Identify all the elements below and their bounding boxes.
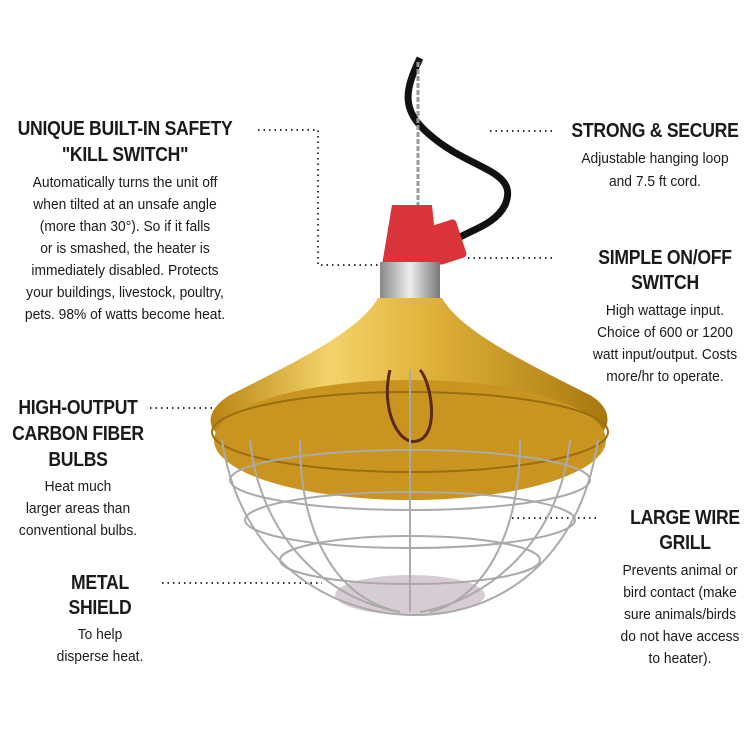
callout-title: HIGH-OUTPUT <box>18 397 138 419</box>
callout-body: or is smashed, the heater is <box>40 240 210 257</box>
callout-body: conventional bulbs. <box>18 522 138 539</box>
callout-title: STRONG & SECURE <box>571 120 739 142</box>
callout-title: METAL <box>71 572 129 594</box>
callout-body: larger areas than <box>25 500 131 517</box>
callout-body: Choice of 600 or 1200 <box>597 324 733 341</box>
callout-body: (more than 30°). So if it falls <box>39 218 211 235</box>
callout-body: bird contact (make <box>623 584 737 601</box>
callout-body: to heater). <box>648 650 712 667</box>
callout-body: do not have access <box>620 628 740 645</box>
callout-title: UNIQUE BUILT-IN SAFETY <box>17 118 233 140</box>
dotted-leader-lines <box>150 129 600 584</box>
callout-body: Heat much <box>44 478 112 495</box>
red-socket <box>382 205 438 265</box>
callout-body: Automatically turns the unit off <box>32 174 218 191</box>
callout-body: immediately disabled. Protects <box>31 262 219 279</box>
power-cord <box>404 56 511 243</box>
callout-title: SIMPLE ON/OFF <box>598 247 732 269</box>
wire-grill <box>221 370 599 617</box>
callout-title: "KILL SWITCH" <box>61 144 189 166</box>
callout-body: sure animals/birds <box>624 606 736 623</box>
callout-body: and 7.5 ft cord. <box>608 173 702 190</box>
callout-title: SWITCH <box>631 272 699 294</box>
callout-body: To help <box>77 626 123 643</box>
plug-switch <box>427 219 467 265</box>
callout-body: High wattage input. <box>605 302 725 319</box>
callout-body: more/hr to operate. <box>606 368 724 385</box>
callout-title: GRILL <box>659 532 711 554</box>
callout-title: SHIELD <box>68 597 132 619</box>
callout-title: LARGE WIRE <box>630 507 740 529</box>
callout-body: disperse heat. <box>56 648 144 665</box>
callout-body: pets. 98% of watts become heat. <box>24 306 226 323</box>
callout-body: when tilted at an unsafe angle <box>33 196 217 213</box>
callout-title: BULBS <box>48 449 108 471</box>
callout-body: Adjustable hanging loop <box>581 150 729 167</box>
callout-body: Prevents animal or <box>622 562 738 579</box>
callout-body: your buildings, livestock, poultry, <box>26 284 224 301</box>
callout-title: CARBON FIBER <box>12 423 144 445</box>
callout-body: watt input/output. Costs <box>592 346 738 363</box>
